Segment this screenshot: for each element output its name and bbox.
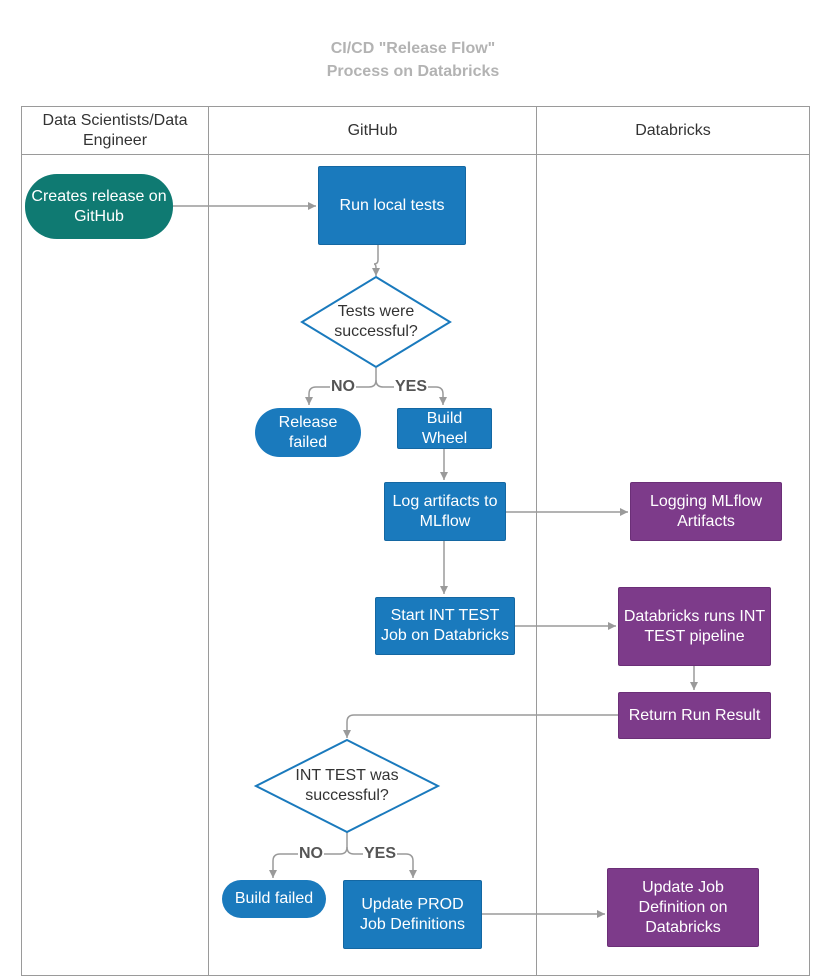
edge-decision-yes (375, 379, 447, 405)
node-update-job-definition: Update Job Definition on Databricks (607, 868, 759, 947)
node-update-prod: Update PROD Job Definitions (343, 880, 482, 949)
decision-tests-label: Tests were successful? (334, 303, 418, 340)
diagram-title-line1: CI/CD "Release Flow" (330, 40, 496, 57)
node-logging-mlflow: Logging MLflow Artifacts (630, 482, 782, 541)
lane-header-divider (21, 154, 810, 155)
node-release-failed: Release failed (255, 408, 361, 457)
lane-header-databricks: Databricks (635, 121, 711, 139)
edge-label-yes-2: YES (363, 845, 398, 863)
edge-return-to-decision2 (343, 714, 618, 738)
edge-label-no-1: NO (330, 378, 356, 396)
lane-divider-1 (208, 106, 209, 976)
node-creates-release: Creates release on GitHub (25, 174, 173, 239)
decision-int-test-label: INT TEST was successful? (295, 767, 399, 804)
node-run-local-tests: Run local tests (318, 166, 466, 245)
node-databricks-runs: Databricks runs INT TEST pipeline (618, 587, 771, 666)
node-build-wheel: Build Wheel (397, 408, 492, 449)
edge-label-no-2: NO (298, 845, 324, 863)
node-start-int-test: Start INT TEST Job on Databricks (375, 597, 515, 655)
diagram-title-line2: Process on Databricks (326, 63, 500, 80)
edge-decision2-yes (346, 846, 417, 878)
lane-header-github: GitHub (347, 121, 398, 139)
lane-divider-2 (536, 106, 537, 976)
node-return-run-result: Return Run Result (618, 692, 771, 739)
decision-tests-diamond (300, 275, 452, 369)
decision-int-test-diamond (253, 738, 441, 834)
edge-label-yes-1: YES (394, 378, 429, 396)
lane-header-data-scientists: Data Scientists/Data Engineer (42, 111, 188, 149)
edge-tests-to-decision (372, 245, 380, 276)
node-log-artifacts: Log artifacts to MLflow (384, 482, 506, 541)
node-build-failed: Build failed (222, 880, 326, 918)
